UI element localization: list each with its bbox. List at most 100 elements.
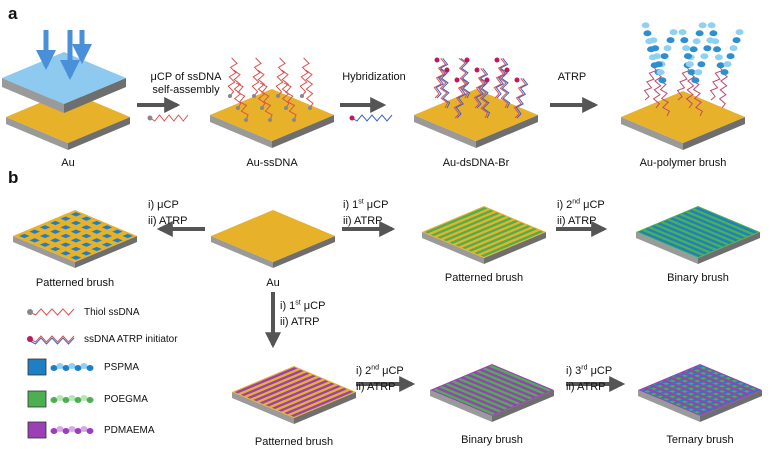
pspma-square [722,396,729,400]
pspma-square [101,225,113,230]
pspma-bead [669,29,678,36]
ssdna-strand [275,57,286,97]
dsdna-strand-b [460,57,471,99]
pspma-square [641,388,648,392]
pspma-square [722,375,729,379]
dsdna-strand-b [515,77,529,119]
pspma-square [685,406,692,410]
pspma-stripe [694,207,758,234]
pspma-square [672,391,679,394]
slab-b-center [211,210,335,268]
pspma-square [685,396,692,400]
slab-side-left [232,392,294,424]
pspma-stripe [638,230,702,257]
pspma-square [81,251,92,256]
slab-side-left [13,236,75,268]
pspma-square [691,404,698,407]
pspma-square [29,238,40,243]
initiator-head [349,115,355,121]
dna-strands [29,22,744,345]
pspma-square [709,406,717,410]
anchor-dot [276,94,280,98]
bottom-step1-line1: i) 2nd μCP [356,364,404,377]
pspma-stripe [651,225,714,252]
right-step2-line2: ii) ATRP [557,215,597,227]
pspma-bead [691,77,700,84]
pspma-square [678,378,686,381]
pspma-square [660,391,667,394]
pspma-square [716,404,723,407]
pspma-square [740,383,748,387]
pspma-square [81,225,92,230]
pspma-square [70,255,82,260]
pspma-square [112,238,123,243]
slab-side-left [621,117,683,150]
slab-side-left [636,232,698,264]
poegma-stripe [463,375,527,402]
pspma-square [722,391,729,394]
dsdna-strand-a [438,67,449,109]
pspma-bead [660,53,669,60]
br-initiator [444,67,450,73]
legend-pdmaema-chain [62,428,70,434]
slab-top [422,206,546,258]
pspma-square [709,370,717,374]
poegma-stripe [468,225,531,252]
pspma-square [728,383,735,387]
slab-top [13,210,137,262]
dsdna-stem [692,80,704,117]
pspma-square [39,233,51,239]
caption-left-patterned: Patterned brush [35,277,115,289]
bottom-step1-label: i) 2nd μCP ii) ATRP [356,363,404,395]
pspma-square [685,401,692,405]
pspma-square [697,370,704,374]
pspma-bead [641,22,650,29]
caption-right2-binary: Binary brush [667,272,729,284]
anchor-dot [300,94,304,98]
br-initiator [474,67,480,73]
pspma-square [703,399,710,402]
pspma-bead [649,37,658,44]
dsdna-strand-a [493,57,507,99]
pspma-bead [714,54,723,61]
pspma-square [691,393,698,397]
caption-au-dsdna-br: Au-dsDNA-Br [442,157,510,169]
pspma-square [81,242,92,247]
caption-bottom2-binary: Binary brush [461,434,523,446]
pdmaema-stripe [247,372,310,399]
slab-top [636,206,760,258]
poegma-stripe [469,372,533,400]
poegma-stripe [432,388,496,415]
pspma-square [709,375,717,379]
pspma-square [666,399,673,402]
anchor-dot [308,106,312,110]
pspma-square [703,409,710,413]
caption-right1-patterned: Patterned brush [444,272,524,284]
dsdna-stem [685,71,696,109]
pspma-square [678,393,686,397]
pspma-stripe [644,227,708,255]
pspma-stripe [675,214,739,242]
slab-top [621,91,745,143]
thiol-head [147,115,153,121]
legend-pdmaema-chain [56,426,64,432]
pspma-square [703,367,710,371]
pspma-square [678,399,686,402]
poegma-stripe [445,383,508,410]
pspma-square [734,380,741,384]
right-step1-line2: ii) ATRP [343,215,383,227]
pspma-square [703,388,710,392]
ssdna-strand [284,82,297,121]
poegma-stripe [474,227,538,255]
pspma-square [60,251,71,256]
pspma-square [70,212,82,217]
down-step-label: i) 1st μCP ii) ATRP [280,298,325,330]
slab-b-bottom1 [232,366,356,424]
pspma-square [654,383,661,387]
pspma-square [709,396,717,400]
pspma-stripe [669,217,733,244]
pspma-square [122,233,133,239]
pspma-square [91,220,102,226]
caption-center-au: Au [266,277,280,289]
